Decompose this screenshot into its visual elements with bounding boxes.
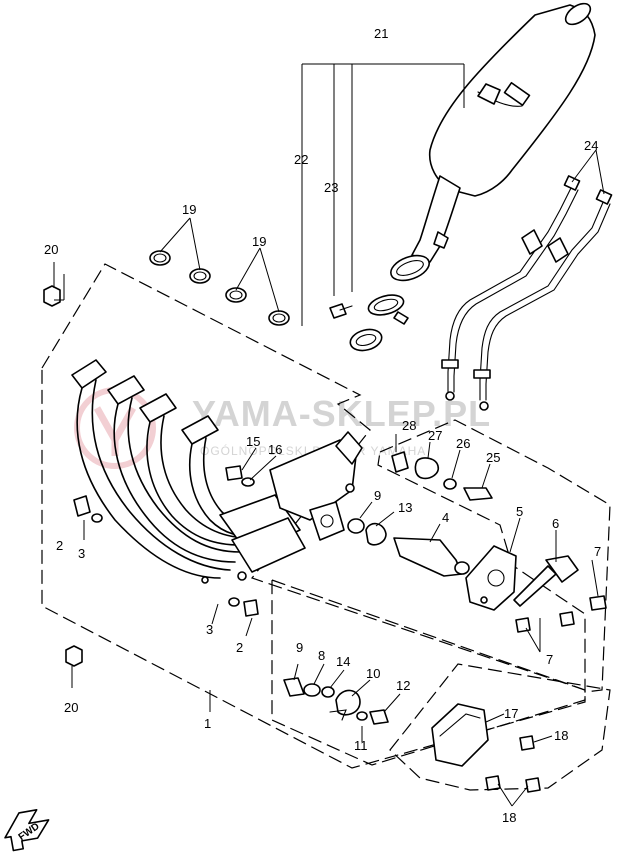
callout-12: 12 — [396, 678, 410, 693]
callout-3: 3 — [206, 622, 213, 637]
callout-7: 7 — [594, 544, 601, 559]
callout-24: 24 — [584, 138, 598, 153]
callout-9: 9 — [374, 488, 381, 503]
clamp-rings — [329, 294, 409, 352]
exhaust-header — [71, 359, 363, 584]
watermark-tagline: OGÓLNOPOLSKI DEALER YAMAHA — [200, 443, 426, 458]
control-cables — [441, 175, 613, 411]
callout-11: 11 — [354, 738, 368, 753]
callout-28: 28 — [402, 418, 416, 433]
watermark: YAMA-SKLEP.PL OGÓLNOPOLSKI DEALER YAMAHA — [74, 387, 491, 469]
callout-17: 17 — [504, 706, 518, 721]
callout-19: 19 — [252, 234, 266, 249]
callout-5: 5 — [516, 504, 523, 519]
callout-9: 9 — [296, 640, 303, 655]
fwd-arrow-icon: FWD — [4, 809, 50, 852]
callout-2: 2 — [56, 538, 63, 553]
gaskets — [149, 250, 290, 326]
callout-10: 10 — [366, 666, 380, 681]
callout-3: 3 — [78, 546, 85, 561]
fasteners — [43, 285, 259, 667]
callout-18: 18 — [502, 810, 516, 825]
callout-2: 2 — [236, 640, 243, 655]
leader-lines — [53, 63, 605, 807]
callout-18: 18 — [554, 728, 568, 743]
pivot-parts — [283, 677, 389, 725]
header-assembly-outline — [41, 263, 586, 769]
servo-cover — [431, 703, 541, 793]
cover-assembly-outline — [389, 663, 611, 791]
callout-4: 4 — [442, 510, 449, 525]
callout-16: 16 — [268, 442, 282, 457]
callout-27: 27 — [428, 428, 442, 443]
valve-assembly — [347, 451, 607, 633]
callout-14: 14 — [336, 654, 350, 669]
callout-8: 8 — [318, 648, 325, 663]
callout-labels: 1 2 2 3 3 4 5 6 7 7 8 9 9 10 11 12 13 14… — [44, 26, 601, 825]
callout-1: 1 — [204, 716, 211, 731]
callout-7: 7 — [546, 652, 553, 667]
callout-6: 6 — [552, 516, 559, 531]
callout-15: 15 — [246, 434, 260, 449]
callout-20: 20 — [64, 700, 78, 715]
callout-23: 23 — [324, 180, 338, 195]
callout-20: 20 — [44, 242, 58, 257]
callout-22: 22 — [294, 152, 308, 167]
callout-19: 19 — [182, 202, 196, 217]
callout-13: 13 — [398, 500, 412, 515]
callout-25: 25 — [486, 450, 500, 465]
muffler — [390, 2, 596, 282]
callout-21: 21 — [374, 26, 388, 41]
watermark-brand: YAMA-SKLEP.PL — [192, 393, 491, 434]
pivot-parts-outline — [271, 579, 586, 766]
callout-26: 26 — [456, 436, 470, 451]
